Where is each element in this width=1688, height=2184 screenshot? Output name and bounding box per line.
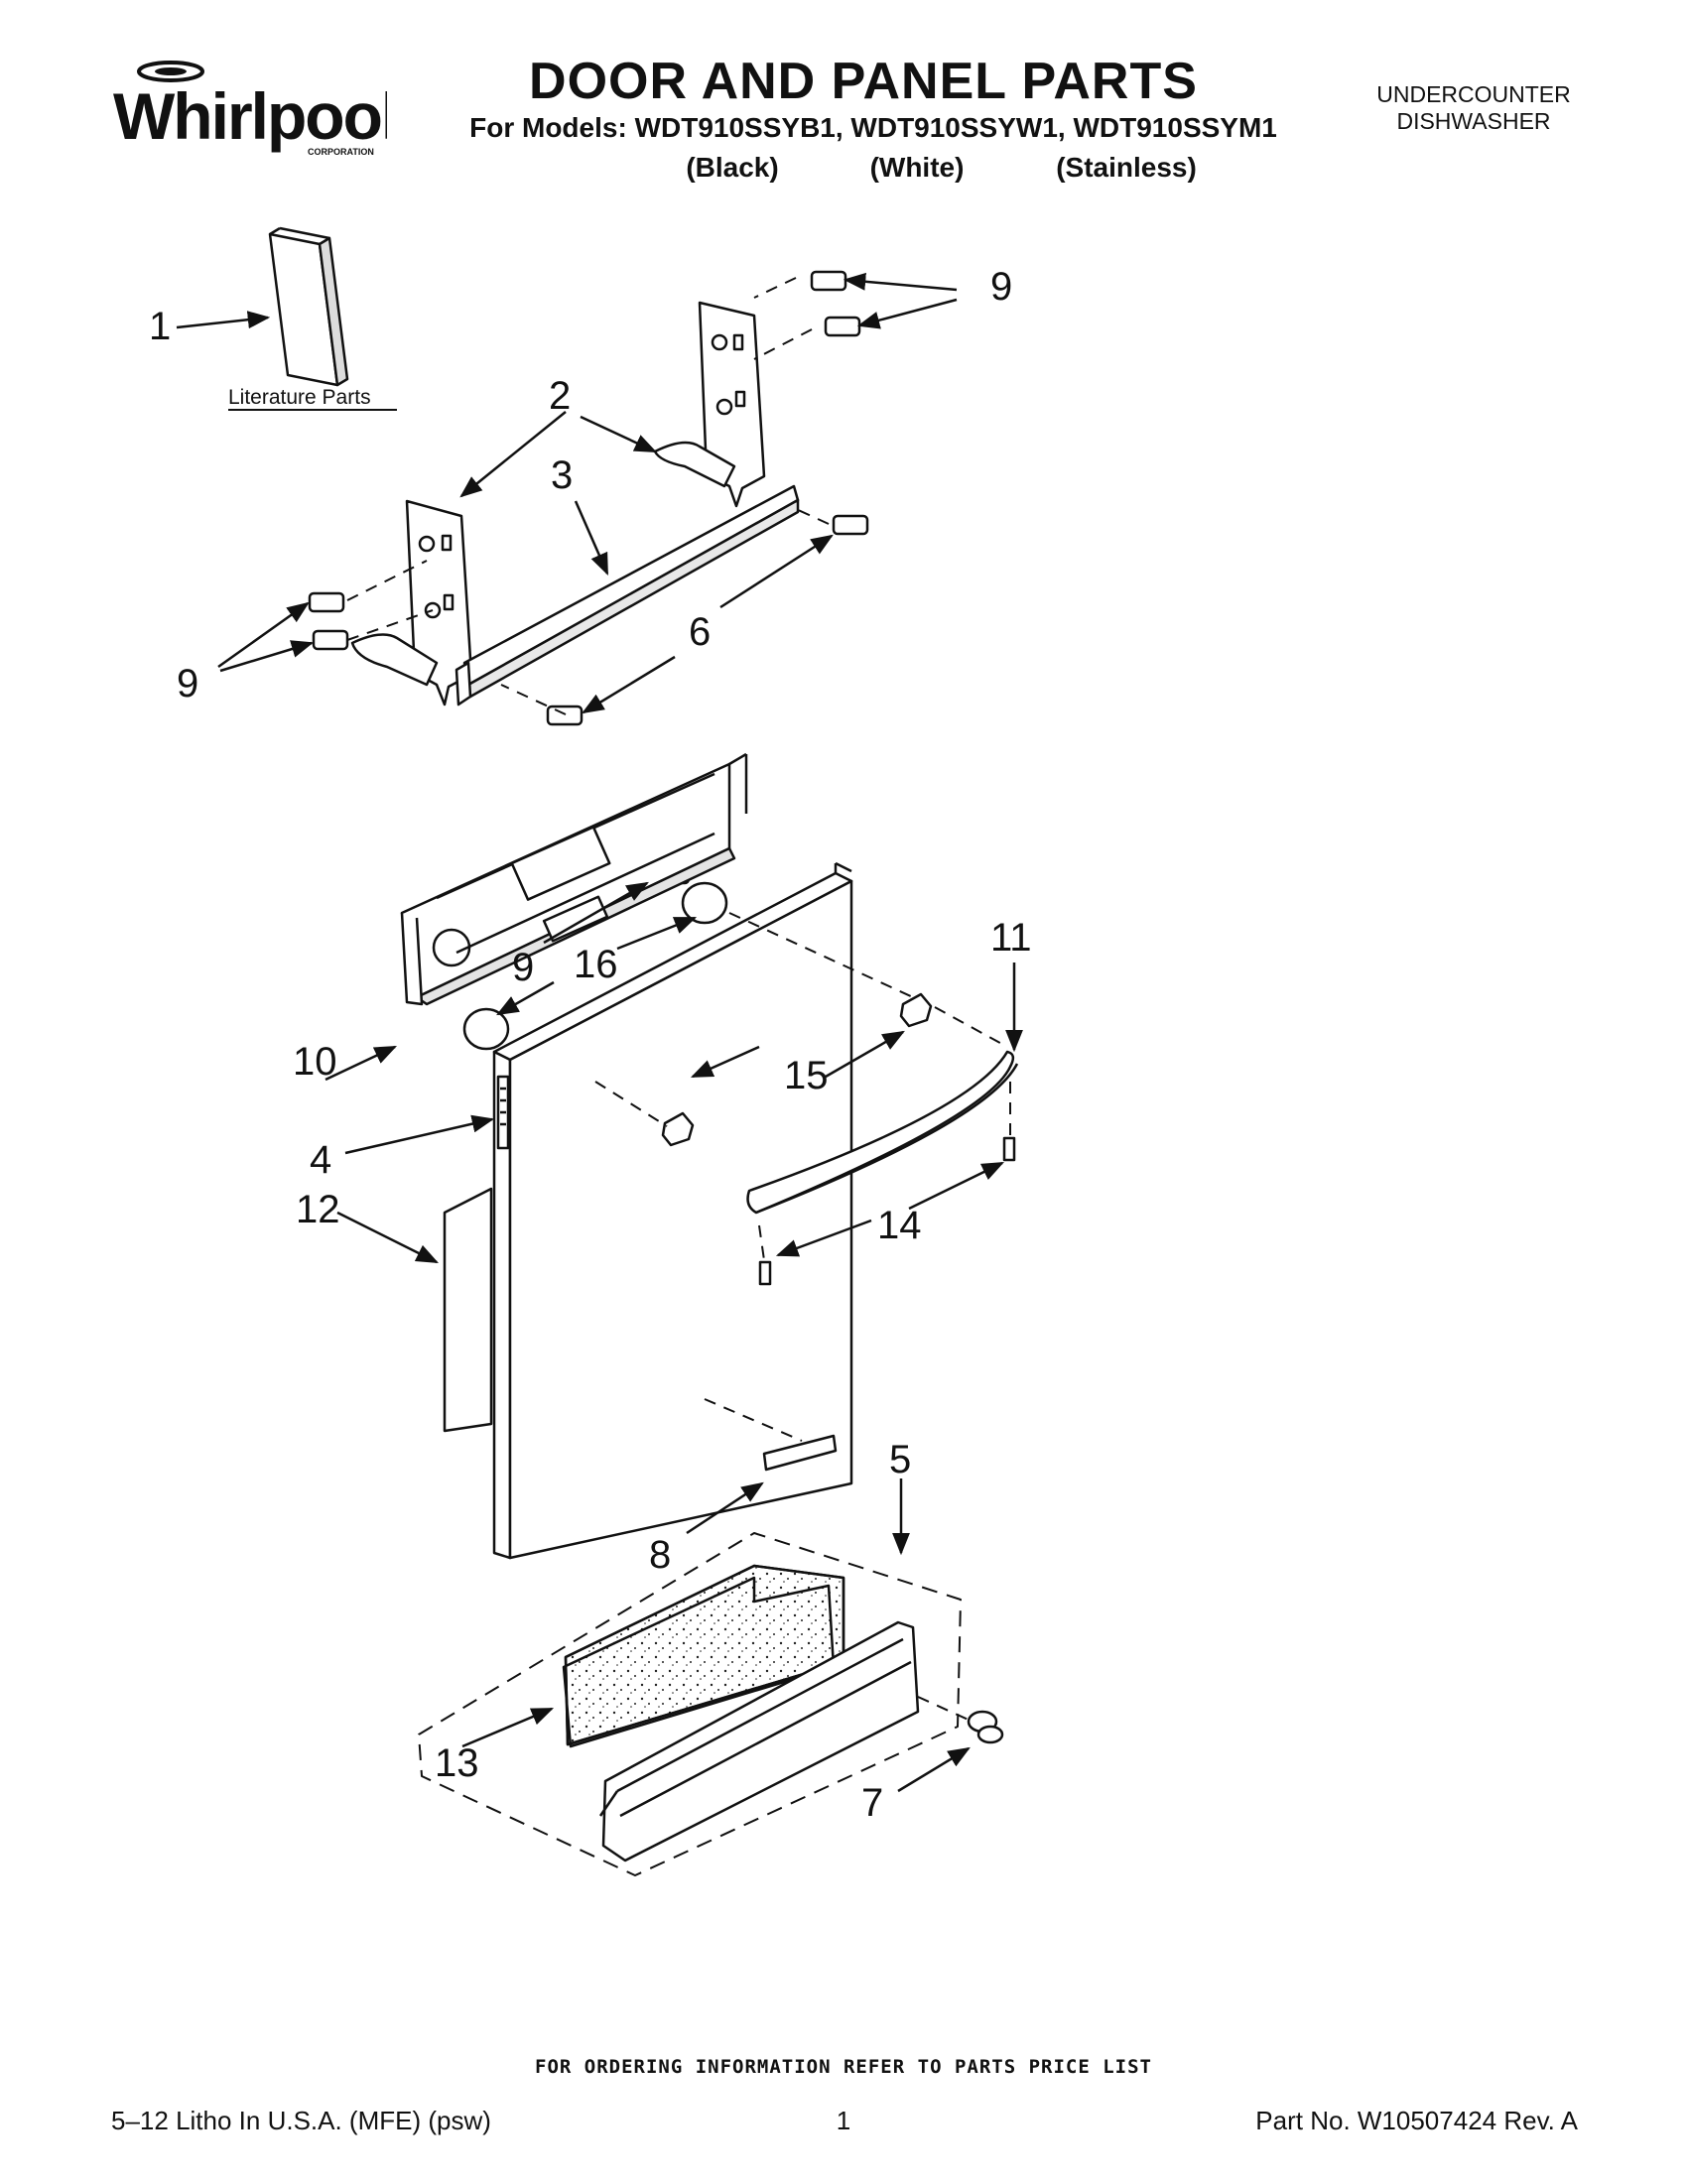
callout-1: 1 [149, 305, 171, 348]
callout-8: 8 [649, 1533, 671, 1577]
literature-parts-label: Literature Parts [228, 386, 371, 409]
right-door-bracket [653, 301, 766, 508]
toe-panel-insulation [562, 1564, 845, 1748]
callout-15: 15 [784, 1054, 829, 1097]
part-number: Part No. W10507424 Rev. A [1255, 2106, 1578, 2135]
page-title: DOOR AND PANEL PARTS [529, 53, 1198, 110]
models-line: For Models: WDT910SSYB1, WDT910SSYW1, WD… [469, 112, 1277, 143]
left-door-bracket [350, 499, 473, 707]
litho-info: 5–12 Litho In U.S.A. (MFE) (psw) [111, 2106, 491, 2135]
callout-9-top: 9 [990, 265, 1012, 309]
whirlpool-logo: Whirlpool CORPORATION [113, 61, 387, 157]
svg-text:CORPORATION: CORPORATION [308, 147, 374, 157]
callout-16: 16 [574, 943, 618, 986]
callout-10: 10 [293, 1040, 337, 1084]
callout-4: 4 [310, 1138, 331, 1182]
toe-panel [598, 1620, 1004, 1863]
svg-text:Whirlpool: Whirlpool [113, 79, 387, 153]
product-type-line2: DISHWASHER [1396, 108, 1551, 134]
control-console-assembly [400, 752, 748, 1006]
door-spring-discs [462, 881, 728, 1051]
callout-9-left: 9 [177, 662, 198, 706]
callout-7: 7 [861, 1781, 883, 1825]
outer-door-panel [492, 861, 853, 1560]
color-white: (White) [869, 152, 965, 183]
color-black: (Black) [686, 152, 779, 183]
callout-5: 5 [889, 1438, 911, 1481]
door-badge [762, 1434, 838, 1472]
ordering-note: FOR ORDERING INFORMATION REFER TO PARTS … [535, 2056, 1152, 2078]
color-stainless: (Stainless) [1056, 152, 1197, 183]
callout-3: 3 [551, 453, 573, 497]
callout-12: 12 [296, 1188, 340, 1231]
top-trim-strip [454, 484, 800, 707]
door-insulation-sheet [443, 1187, 493, 1433]
handle-end-caps [661, 992, 933, 1147]
callout-14: 14 [877, 1204, 922, 1247]
handle-pins [758, 1136, 1016, 1286]
callout-11: 11 [990, 916, 1032, 960]
callout-6: 6 [689, 610, 711, 654]
product-type-line1: UNDERCOUNTER [1376, 81, 1571, 107]
literature-booklet [268, 226, 349, 387]
toe-panel-kit-outline [418, 1532, 962, 1876]
callout-13: 13 [435, 1741, 479, 1785]
callout-9-console: 9 [512, 946, 534, 989]
callout-2: 2 [549, 374, 571, 418]
page-number: 1 [836, 2106, 851, 2135]
